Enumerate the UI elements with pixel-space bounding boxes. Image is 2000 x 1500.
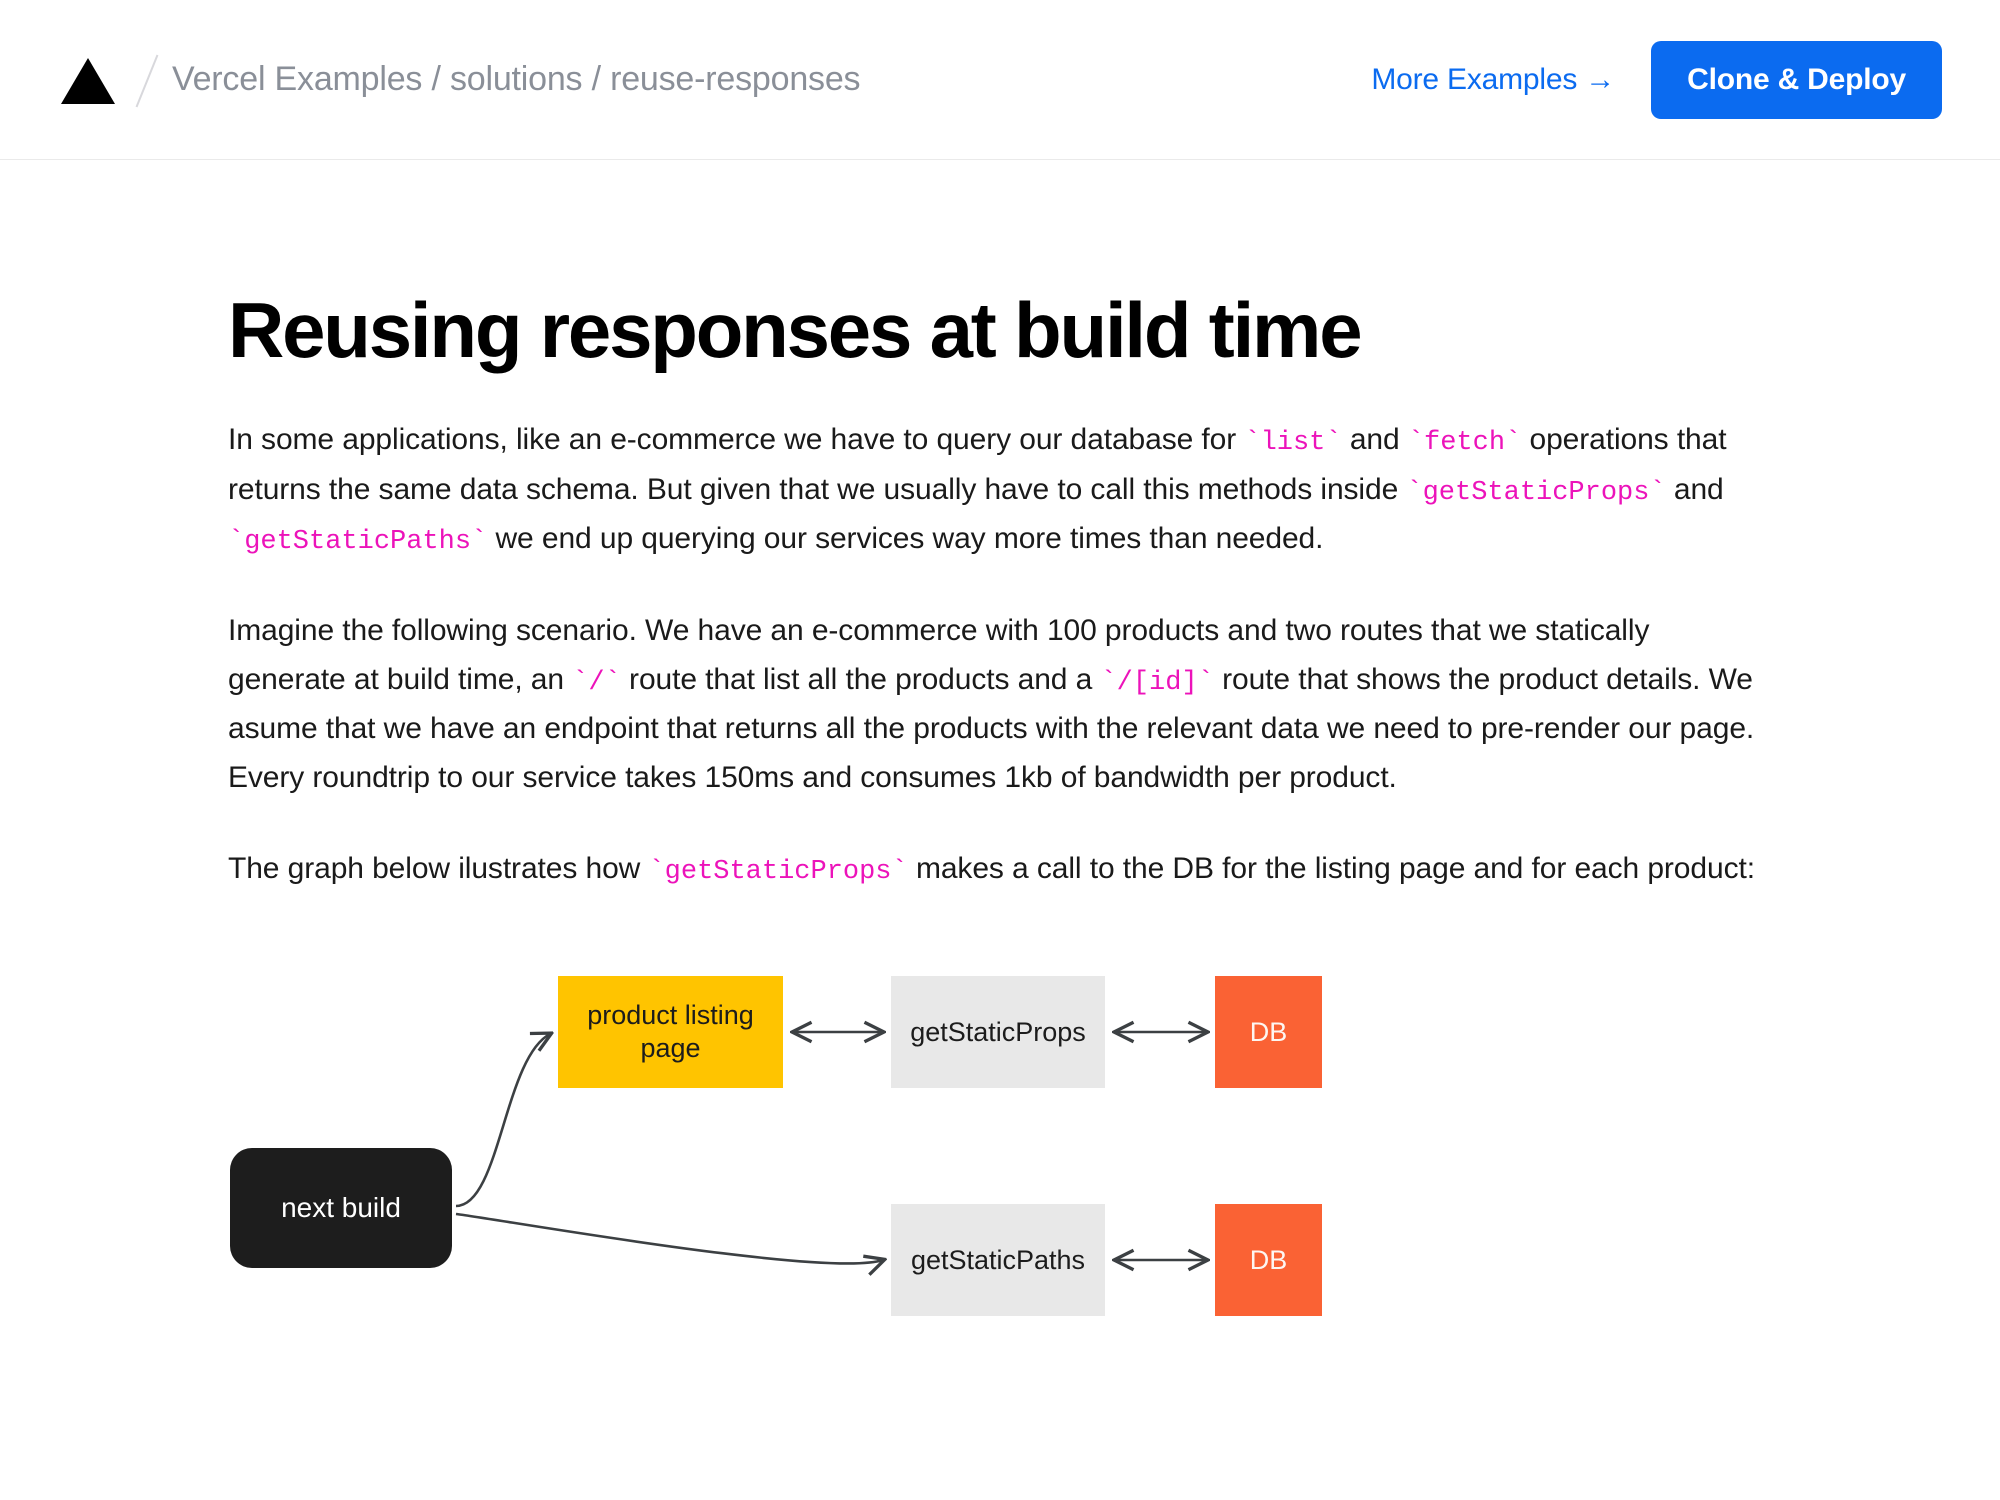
breadcrumb-separator-icon — [124, 51, 168, 109]
diagram-node-label-line1: product listing — [587, 1000, 754, 1031]
paragraph-text: Imagine the following scenario. We have … — [228, 614, 1650, 696]
paragraph-text: In some applications, like an e-commerce… — [228, 422, 1245, 456]
inline-code-getstaticpaths: `getStaticPaths` — [228, 527, 488, 558]
paragraph-text: route that list all the products and a — [620, 662, 1101, 696]
diagram-node-label: getStaticPaths — [910, 1244, 1086, 1275]
inline-code-root-route: `/` — [572, 667, 621, 698]
vercel-triangle-icon[interactable] — [60, 56, 116, 106]
inline-code-fetch: `fetch` — [1407, 427, 1522, 458]
diagram-node-label: getStaticProps — [910, 1016, 1086, 1047]
breadcrumb[interactable]: Vercel Examples / solutions / reuse-resp… — [172, 60, 861, 99]
paragraph-text: makes a call to the DB for the listing p… — [907, 851, 1755, 885]
diagram-node-label: next build — [281, 1192, 401, 1224]
paragraph-scenario: Imagine the following scenario. We have … — [228, 607, 1772, 803]
inline-code-getstaticprops-2: `getStaticProps` — [648, 856, 908, 887]
paragraph-intro: In some applications, like an e-commerce… — [228, 416, 1772, 565]
diagram-node-get-static-props: getStaticProps — [891, 976, 1105, 1089]
diagram-edges — [455, 948, 1788, 1388]
diagram-node-label: DB — [1249, 1244, 1288, 1275]
diagram-node-get-static-paths: getStaticPaths — [891, 1204, 1105, 1317]
paragraph-text: and — [1341, 422, 1408, 456]
paragraph-text: we end up querying our services way more… — [487, 522, 1324, 556]
inline-code-list: `list` — [1244, 427, 1342, 458]
clone-and-deploy-button[interactable]: Clone & Deploy — [1651, 40, 1942, 119]
diagram-node-db-bottom: DB — [1215, 1204, 1322, 1317]
paragraph-graph-intro: The graph below ilustrates how `getStati… — [228, 845, 1772, 895]
paragraph-text: and — [1665, 472, 1724, 506]
paragraph-text: route that shows the product details. We… — [228, 662, 1755, 795]
inline-code-id-route: `/[id]` — [1100, 667, 1214, 698]
site-header: Vercel Examples / solutions / reuse-resp… — [0, 0, 2000, 160]
paragraph-text: The graph below ilustrates how — [228, 851, 649, 885]
diagram-node-label-line2: page — [640, 1033, 701, 1064]
header-right-group: More Examples → Clone & Deploy — [1371, 40, 1942, 119]
page-main: Reusing responses at build time In some … — [0, 286, 2000, 1388]
inline-code-getstaticprops: `getStaticProps` — [1406, 477, 1666, 508]
diagram-node-next-build: next build — [230, 1148, 452, 1269]
more-examples-link[interactable]: More Examples → — [1371, 62, 1616, 96]
diagram-node-label: DB — [1249, 1016, 1288, 1047]
content-wrapper: Reusing responses at build time In some … — [220, 286, 1780, 1388]
paragraph-text: operations that returns the same data sc… — [228, 422, 1727, 506]
header-left-group: Vercel Examples / solutions / reuse-resp… — [60, 51, 1371, 109]
page-title: Reusing responses at build time — [228, 286, 1363, 374]
diagram-node-db-top: DB — [1215, 976, 1322, 1089]
